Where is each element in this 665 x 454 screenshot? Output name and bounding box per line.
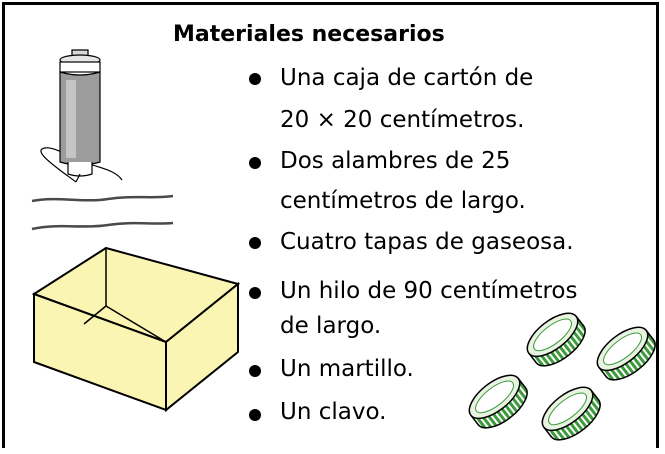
material-line: Dos alambres de 25 (280, 148, 511, 174)
material-line: centímetros de largo. (280, 188, 526, 214)
cardboard-box-icon (31, 246, 241, 413)
material-line: Un martillo. (280, 356, 414, 382)
bullet-icon (249, 287, 261, 299)
bullet-icon (249, 73, 261, 85)
bullet-icon (249, 157, 261, 169)
materials-heading: Materiales necesarios (173, 22, 445, 47)
materials-card (2, 2, 659, 448)
material-line: Un hilo de 90 centímetros (280, 278, 578, 304)
material-line: de largo. (280, 313, 382, 339)
bullet-icon (249, 237, 261, 249)
bullet-icon (249, 409, 261, 421)
box-faces (31, 246, 241, 413)
material-line: 20 × 20 centímetros. (280, 107, 525, 133)
thread-spool-icon (40, 49, 123, 183)
material-line: Cuatro tapas de gaseosa. (280, 229, 574, 255)
bullet-icon (249, 365, 261, 377)
bottle-caps-icon (468, 312, 656, 441)
material-line: Un clavo. (280, 399, 387, 425)
wires-icon (31, 194, 174, 231)
material-line: Una caja de cartón de (280, 65, 534, 91)
